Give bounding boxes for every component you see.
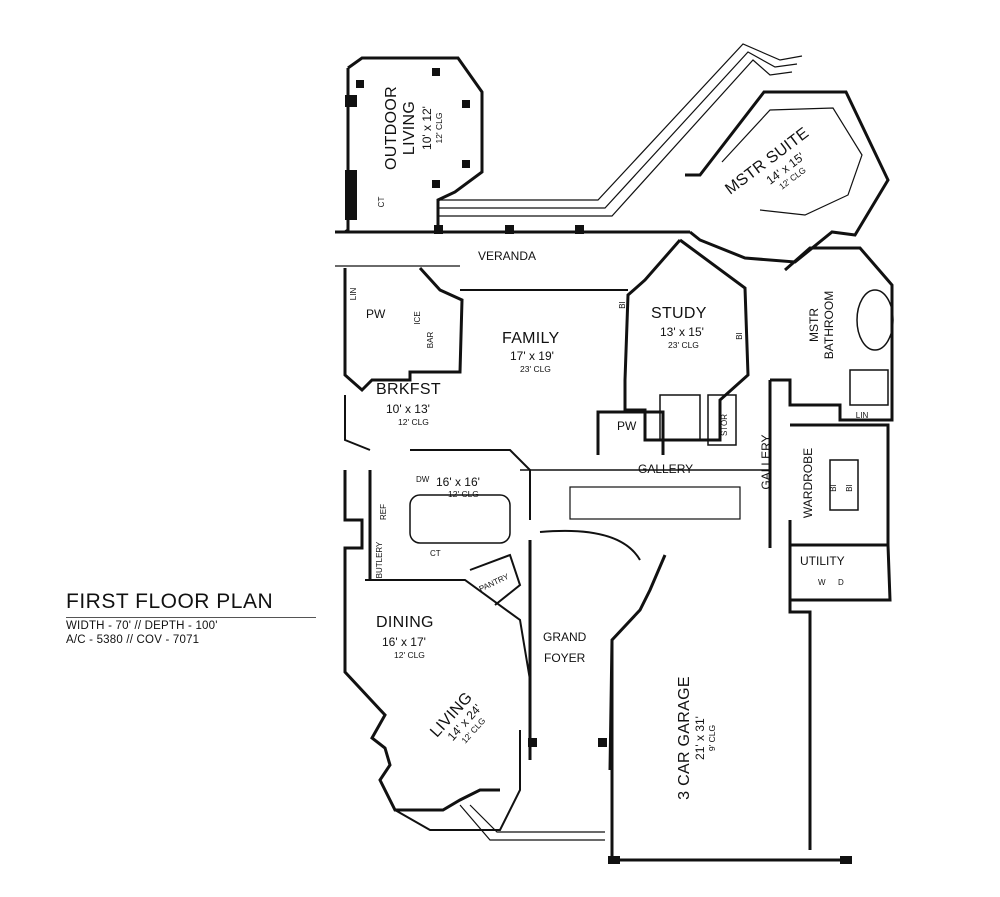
gallery-label-h: GALLERY [638,462,693,476]
suite-roofline-1 [438,59,793,217]
front-porch-outline [459,804,605,841]
suite-bed-wall [721,107,863,216]
lin-label-1: LIN [349,288,358,301]
family-label: FAMILY [502,330,560,347]
brkfst-clg: 12' CLG [398,417,429,427]
garage-clg: 9' CLG [707,725,717,751]
brkfst-label: BRKFST [376,381,441,398]
dining-size: 16' x 17' [382,635,426,649]
plan-area: A/C - 5380 // COV - 7071 [66,634,200,646]
master-bath-walls [770,246,894,422]
ct-label-1: CT [430,549,441,558]
garage-east [788,600,812,850]
west-wall [343,470,500,812]
kitchen-clg: 12' CLG [448,489,479,499]
pantry-label: PANTRY [478,572,511,594]
garage-label: 3 CAR GARAGE [676,676,693,800]
ct-label-2: CT [377,197,386,208]
bi-label-1: BI [618,301,627,309]
garage-walls [610,640,850,862]
master-suite-walls [685,90,890,264]
plan-title: FIRST FLOOR PLAN [66,590,316,618]
utility-label: UTILITY [800,554,845,568]
bi-label-2: BI [735,332,744,340]
bi-label-4: BI [845,484,854,492]
kitchen-size: 16' x 16' [436,475,480,489]
bar-label: BAR [426,332,435,349]
wardrobe-walls [788,423,892,602]
kitchen-island-counter [410,449,531,520]
mstr-bath-label-2: BATHROOM [822,291,836,359]
wardrobe-island [829,459,859,511]
pantry-wall [469,553,522,606]
study-label: STUDY [651,305,707,322]
ice-label: ICE [413,311,422,324]
gallery-stairs [569,486,741,520]
breakfast-bay [344,395,371,451]
grand-foyer-label-1: GRAND [543,630,587,644]
outdoor-living-top [347,56,385,70]
dryer-label: D [838,578,844,587]
outdoor-clg: 12' CLG [434,113,444,144]
outdoor-label-2: LIVING [401,101,418,155]
bar-block [343,266,464,393]
dining-label: DINING [376,614,434,631]
veranda-label: VERANDA [478,249,536,263]
kitchen-island [409,494,511,544]
brkfst-size: 10' x 13' [386,402,430,416]
bathtub [856,289,894,351]
pw2-label: PW [617,419,637,433]
room-labels: OUTDOOR LIVING 10' x 12' 12' CLG VERANDA… [366,86,845,800]
outdoor-size: 10' x 12' [420,106,434,150]
front-porch-outline-2 [469,804,605,833]
columns [345,68,852,864]
study-closet [659,394,701,441]
butlery-label: BUTLERY [375,541,384,578]
bi-label-3: BI [829,484,838,492]
outdoor-label-1: OUTDOOR [383,86,400,170]
study-walls [623,238,750,442]
shower [849,369,889,406]
wardrobe-label: WARDROBE [801,448,815,518]
washer-label: W [818,578,826,587]
living-bay [394,730,521,831]
plan-legend: FIRST FLOOR PLAN WIDTH - 70' // DEPTH - … [66,590,316,646]
study-size: 13' x 15' [660,325,704,339]
garage-size: 21' x 31' [693,716,707,760]
dw-label: DW [416,475,430,484]
stor-closet [707,394,737,446]
suite-roofline-3 [438,43,803,201]
gallery-label-v: GALLERY [759,434,773,489]
family-clg: 23' CLG [520,364,551,374]
foyer-curve [539,529,641,561]
family-size: 17' x 19' [510,349,554,363]
dining-clg: 12' CLG [394,650,425,660]
grand-foyer-label-2: FOYER [544,651,586,665]
foyer-east-stair [608,554,667,771]
stor-label: STOR [720,414,729,436]
lin-label-2: LIN [856,411,869,420]
dining-inner [365,579,531,681]
ref-label: REF [379,504,388,520]
plan-dimensions: WIDTH - 70' // DEPTH - 100' [66,620,218,632]
pw1-label: PW [366,307,386,321]
mstr-bath-label-1: MSTR [807,308,821,342]
powder-room-2 [596,410,665,455]
study-clg: 23' CLG [668,340,699,350]
suite-roofline-2 [438,51,798,209]
